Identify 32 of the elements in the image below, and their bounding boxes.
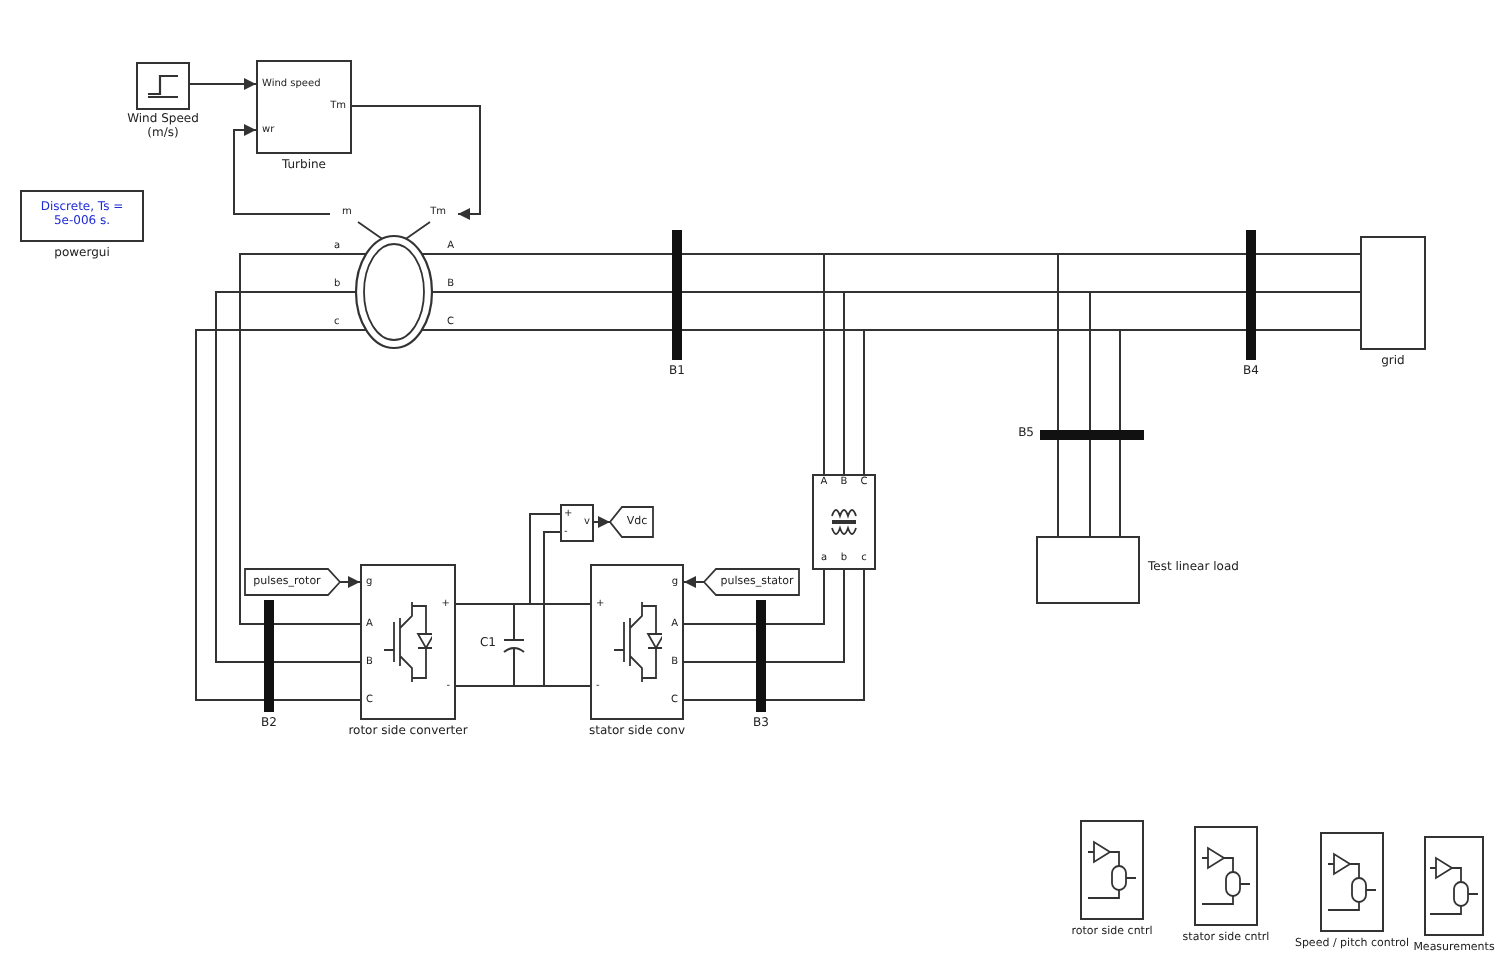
arrow xyxy=(593,516,611,528)
arrow xyxy=(683,576,705,588)
connection-line xyxy=(239,253,331,625)
connection-line xyxy=(681,329,1121,431)
arrow xyxy=(339,576,361,588)
connection-line xyxy=(683,623,757,625)
connection-line xyxy=(1255,291,1361,293)
connection-line xyxy=(1255,329,1361,331)
connection-line xyxy=(215,291,331,663)
connection-line xyxy=(273,623,361,625)
connection-line xyxy=(1089,439,1091,537)
connection-line xyxy=(765,569,825,625)
connection-line xyxy=(683,661,757,663)
connection-line xyxy=(457,329,673,331)
connection-line xyxy=(457,291,673,293)
connection-line xyxy=(1119,439,1121,537)
connection-line xyxy=(195,329,331,701)
connection-line xyxy=(765,569,865,701)
arrow xyxy=(233,124,331,215)
connection-line xyxy=(457,253,673,255)
connection-line xyxy=(273,699,361,701)
arrow xyxy=(351,105,481,220)
connection-line xyxy=(765,569,845,663)
arrow xyxy=(189,78,257,90)
connection-line xyxy=(683,699,757,701)
connection-line xyxy=(1255,253,1361,255)
connection-line xyxy=(513,513,561,621)
connection-line xyxy=(513,531,561,687)
connection-line xyxy=(273,661,361,663)
connection-line xyxy=(1057,439,1059,537)
connection-line xyxy=(681,291,1091,431)
connection-line xyxy=(681,253,1059,431)
